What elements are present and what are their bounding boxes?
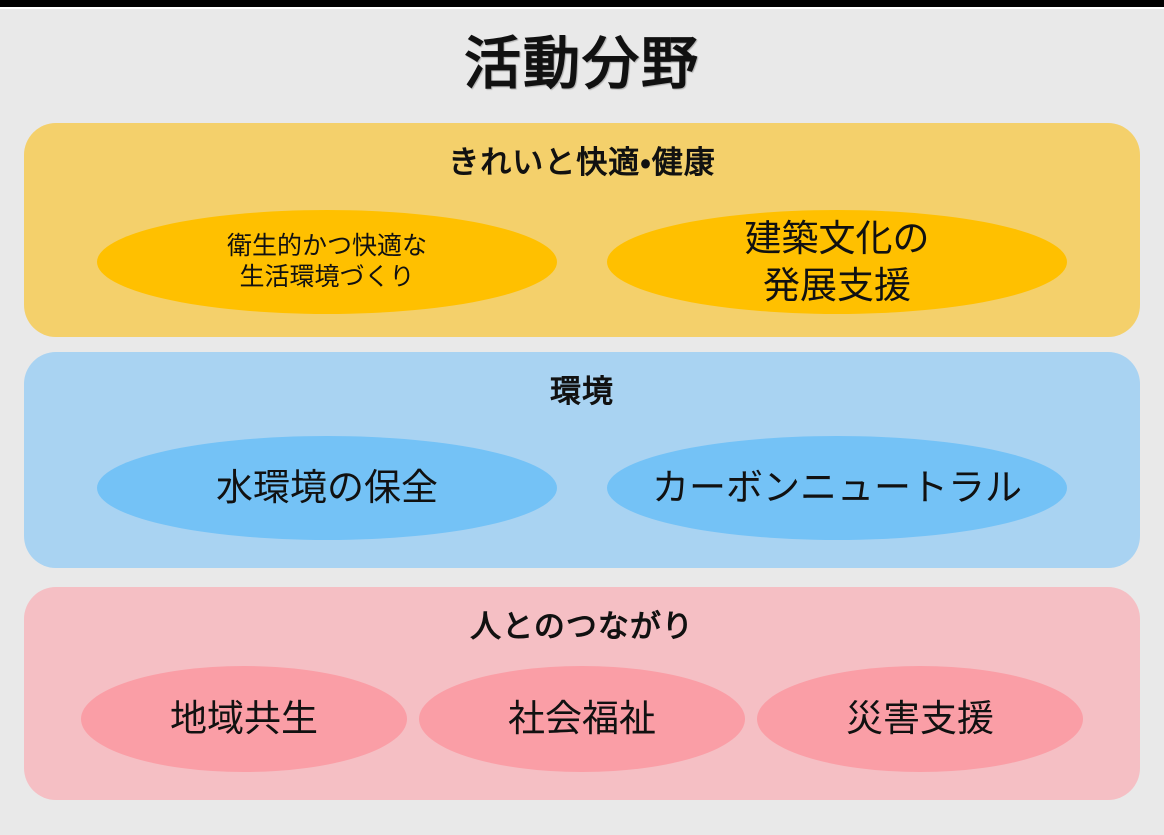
topic-bubble-architecture-culture: 建築文化の 発展支援	[607, 210, 1067, 314]
section-clean-comfort-health: きれいと快適・健康 衛生的かつ快適な 生活環境づくり 建築文化の 発展支援	[24, 123, 1140, 337]
top-border-bar	[0, 0, 1164, 9]
topic-bubble-hygienic-living: 衛生的かつ快適な 生活環境づくり	[97, 210, 557, 314]
topic-bubble-social-welfare: 社会福祉	[419, 666, 745, 772]
topic-bubble-disaster-support: 災害支援	[757, 666, 1083, 772]
topic-bubble-community: 地域共生	[81, 666, 407, 772]
section-title: きれいと快適・健康	[448, 145, 716, 180]
topic-bubble-water-environment: 水環境の保全	[97, 436, 557, 540]
bubble-row: 衛生的かつ快適な 生活環境づくり 建築文化の 発展支援	[24, 210, 1140, 314]
page-title: 活動分野	[464, 32, 700, 96]
topic-bubble-carbon-neutral: カーボンニュートラル	[607, 436, 1067, 540]
section-title: 環境	[550, 374, 614, 409]
section-title: 人とのつながり	[470, 609, 694, 644]
section-environment: 環境 水環境の保全 カーボンニュートラル	[24, 352, 1140, 568]
bubble-row: 地域共生 社会福祉 災害支援	[24, 666, 1140, 772]
section-people-connection: 人とのつながり 地域共生 社会福祉 災害支援	[24, 587, 1140, 800]
bubble-row: 水環境の保全 カーボンニュートラル	[24, 436, 1140, 540]
